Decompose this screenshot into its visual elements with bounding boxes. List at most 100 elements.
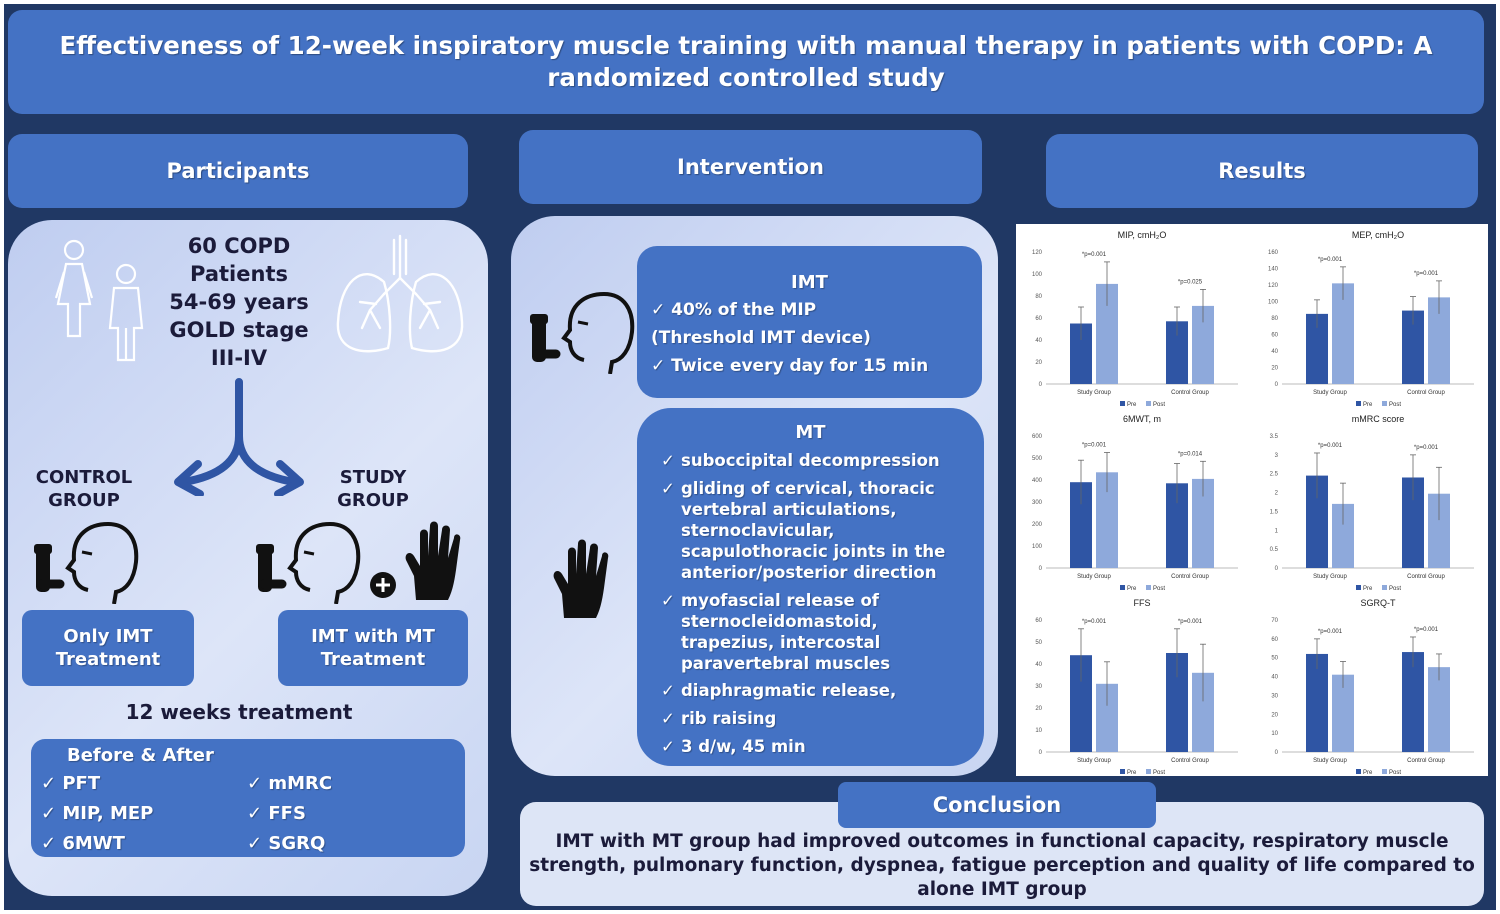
patients-summary: 60 COPD Patients 54-69 years GOLD stage … (154, 232, 324, 372)
legend-swatch-pre (1356, 769, 1361, 774)
outcome-item: ✓ 6MWT (41, 833, 125, 854)
control-group-label: CONTROL GROUP (24, 466, 144, 512)
mt-item: ✓gliding of cervical, thoracic vertebral… (661, 479, 946, 582)
y-tick-label: 80 (1271, 316, 1278, 322)
bar-post (1192, 305, 1214, 384)
chart-title: FFS (1134, 598, 1151, 608)
y-tick-label: 0 (1275, 750, 1279, 756)
bar-post (1096, 683, 1118, 752)
y-tick-label: 2.5 (1270, 472, 1279, 478)
mt-item: ✓suboccipital decompression (661, 451, 940, 470)
p-value-label: *p=0.001 (1414, 627, 1439, 633)
y-tick-label: 50 (1271, 656, 1278, 662)
chart-title: MIP, cmH₂O (1118, 230, 1167, 240)
y-tick-label: 70 (1271, 618, 1278, 624)
bar-pre (1070, 655, 1092, 752)
y-tick-label: 100 (1268, 300, 1279, 306)
section-header-participants: Participants (8, 134, 468, 208)
y-tick-label: 1 (1275, 528, 1279, 534)
infographic: Effectiveness of 12-week inspiratory mus… (4, 4, 1496, 910)
bar-post (1096, 472, 1118, 568)
y-tick-label: 500 (1032, 456, 1043, 462)
chart-title: 6MWT, m (1123, 414, 1161, 424)
category-label: Control Group (1407, 758, 1445, 764)
y-tick-label: 0 (1275, 382, 1279, 388)
legend-label: Post (1153, 770, 1165, 776)
study-treatment-line: IMT with MT (311, 626, 435, 647)
category-label: Control Group (1171, 390, 1209, 396)
y-tick-label: 10 (1271, 731, 1278, 737)
control-treatment-line: Only IMT (63, 626, 153, 647)
p-value-label: *p=0.001 (1318, 629, 1343, 635)
bar-pre (1070, 323, 1092, 384)
category-label: Study Group (1313, 390, 1347, 396)
imt-device-head-icon (256, 521, 361, 604)
bar-pre (1306, 313, 1328, 384)
y-tick-label: 10 (1035, 728, 1042, 734)
y-tick-label: 140 (1268, 267, 1279, 273)
imt-box: IMT ✓ 40% of the MIP (Threshold IMT devi… (637, 246, 982, 398)
legend-label: Pre (1363, 586, 1373, 592)
patients-line: Patients (190, 262, 288, 286)
legend-label: Pre (1363, 402, 1373, 408)
outcome-item: ✓ MIP, MEP (41, 803, 154, 824)
y-tick-label: 400 (1032, 478, 1043, 484)
bar-pre (1166, 321, 1188, 384)
category-label: Control Group (1171, 574, 1209, 580)
chart-title: mMRC score (1352, 414, 1405, 424)
y-tick-label: 600 (1032, 434, 1043, 440)
legend-swatch-pre (1120, 769, 1125, 774)
legend-swatch-pre (1120, 585, 1125, 590)
bar-pre (1166, 483, 1188, 568)
y-tick-label: 20 (1271, 712, 1278, 718)
study-group-line: STUDY (339, 467, 407, 488)
y-tick-label: 300 (1032, 500, 1043, 506)
patients-line: 54-69 years (169, 290, 309, 314)
imt-item: ✓ 40% of the MIP (651, 300, 817, 320)
bar-pre (1166, 653, 1188, 752)
legend-label: Pre (1127, 402, 1137, 408)
treatment-duration: 12 weeks treatment (125, 700, 353, 724)
y-tick-label: 30 (1271, 693, 1278, 699)
y-tick-label: 1.5 (1270, 509, 1279, 515)
p-value-label: *p=0.001 (1082, 443, 1107, 449)
bar-post (1332, 283, 1354, 384)
p-value-label: *p=0.001 (1414, 271, 1439, 277)
y-tick-label: 20 (1271, 366, 1278, 372)
page-title: Effectiveness of 12-week inspiratory mus… (8, 10, 1484, 114)
legend-label: Post (1153, 402, 1165, 408)
legend-label: Pre (1127, 770, 1137, 776)
legend-label: Post (1389, 770, 1401, 776)
bar-pre (1402, 652, 1424, 752)
bar-post (1428, 297, 1450, 384)
category-label: Study Group (1077, 390, 1111, 396)
y-tick-label: 50 (1035, 640, 1042, 646)
bar-pre (1402, 477, 1424, 568)
bar-post (1096, 283, 1118, 384)
legend-label: Post (1389, 402, 1401, 408)
section-header-intervention: Intervention (519, 130, 982, 204)
outcome-item: ✓ FFS (247, 803, 306, 824)
study-group-label: STUDY GROUP (318, 466, 428, 512)
legend-label: Post (1153, 586, 1165, 592)
category-label: Study Group (1313, 758, 1347, 764)
y-tick-label: 20 (1035, 706, 1042, 712)
plus-icon (370, 572, 396, 598)
section-header-results: Results (1046, 134, 1478, 208)
mt-item: ✓myofascial release of sternocleidomasto… (661, 591, 891, 673)
mt-title: MT (795, 422, 826, 443)
y-tick-label: 120 (1268, 283, 1279, 289)
bar-post (1332, 503, 1354, 568)
bar-post (1192, 672, 1214, 752)
legend-swatch-post (1146, 401, 1151, 406)
control-group-line: CONTROL (35, 467, 133, 488)
category-label: Study Group (1077, 574, 1111, 580)
bar-pre (1306, 475, 1328, 568)
p-value-label: *p=0.014 (1178, 451, 1203, 457)
bar-post (1332, 674, 1354, 752)
bar-post (1192, 478, 1214, 568)
p-value-label: *p=0.001 (1082, 619, 1107, 625)
bar-post (1428, 667, 1450, 752)
hand-icon (553, 539, 609, 618)
